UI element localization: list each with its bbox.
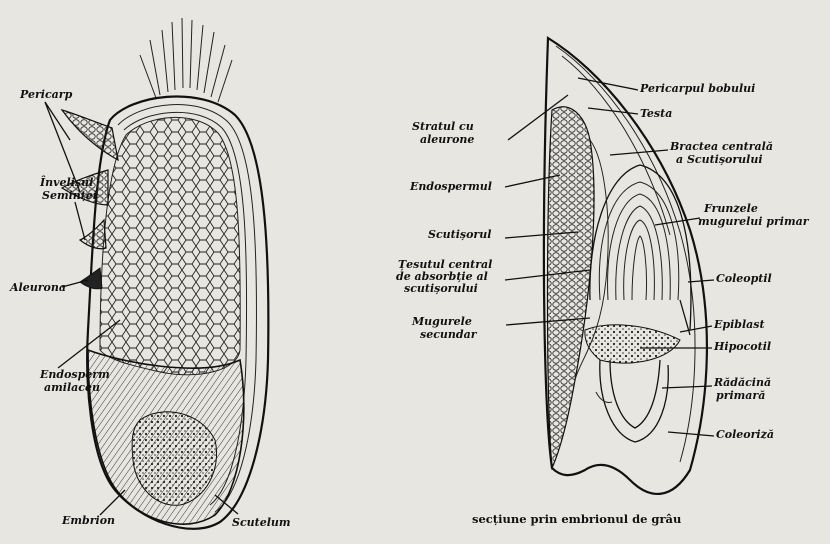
label-stratul-line2: aleurone bbox=[420, 133, 474, 146]
label-scutellum: Scutelum bbox=[232, 516, 291, 529]
label-hipocotil: Hipocotil bbox=[713, 340, 771, 353]
label-embrion: Embrion bbox=[61, 514, 115, 527]
label-epiblast: Epiblast bbox=[713, 318, 765, 331]
right-caption: secțiune prin embrionul de grâu bbox=[472, 512, 681, 526]
label-bractee-line2: a Scutișorului bbox=[676, 153, 763, 166]
label-tesutul-line3: scutișorului bbox=[404, 282, 478, 295]
endosperm-band bbox=[548, 107, 595, 468]
label-coleoptil: Coleoptil bbox=[716, 272, 772, 285]
label-invelis-line2: Seminței bbox=[42, 189, 97, 202]
label-stratul-line1: Stratul cu bbox=[412, 120, 474, 133]
left-grain-drawing bbox=[62, 18, 268, 529]
label-invelis-line1: Învelișul bbox=[39, 175, 93, 189]
endosperm-cells bbox=[100, 117, 240, 374]
label-endosperm-line1: Endosperm bbox=[39, 368, 110, 381]
label-endospermul: Endospermul bbox=[409, 180, 492, 193]
brush-hairs bbox=[140, 18, 232, 102]
label-radacina-line1: Rădăcină bbox=[713, 376, 771, 389]
label-pericarpul: Pericarpul bobului bbox=[639, 82, 755, 95]
pericarp-flap bbox=[62, 110, 118, 160]
label-frunze-line1: Frunzele bbox=[703, 202, 758, 215]
label-pericarp: Pericarp bbox=[19, 88, 73, 101]
label-mugurele-line2: secundar bbox=[420, 328, 478, 341]
primary-bud-leaves bbox=[599, 182, 678, 300]
label-testa: Testa bbox=[640, 107, 672, 120]
label-aleurona: Aleurona bbox=[9, 281, 66, 294]
label-mugurele-line1: Mugurele bbox=[411, 315, 472, 328]
label-frunze-line2: mugurelui primar bbox=[698, 215, 810, 228]
label-radacina-line2: primară bbox=[716, 389, 765, 402]
label-scutisorul: Scutișorul bbox=[428, 228, 491, 241]
label-bractee-line1: Bractea centrală bbox=[669, 140, 773, 153]
label-coleoriza: Coleoriză bbox=[716, 428, 774, 441]
label-endosperm-line2: amilaceu bbox=[44, 381, 100, 394]
right-embryo-drawing bbox=[544, 38, 707, 494]
